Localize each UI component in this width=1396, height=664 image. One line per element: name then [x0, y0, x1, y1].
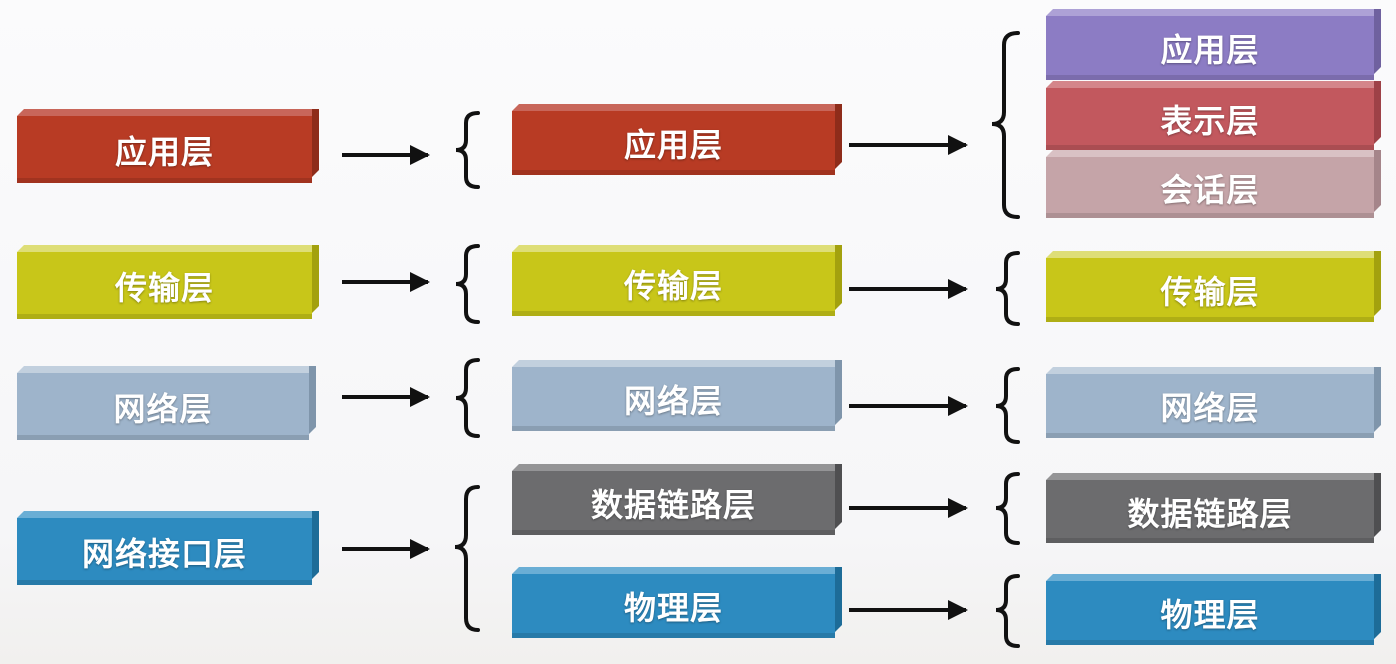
c2-application-layer: 应用层	[512, 111, 835, 175]
brace-datalink-3	[995, 472, 1020, 545]
c3-presentation-layer: 表示层	[1046, 88, 1374, 150]
c2-network-label: 网络层	[623, 382, 723, 420]
c2-physical-label: 物理层	[623, 589, 723, 627]
c1-network-label: 网络层	[113, 389, 213, 428]
brace-transport-2	[455, 244, 480, 324]
c3-transport-label: 传输层	[1160, 273, 1260, 311]
c2-transport-layer: 传输层	[512, 252, 835, 316]
c1-transport-layer: 传输层	[17, 252, 312, 319]
c3-application-layer: 应用层	[1046, 16, 1374, 80]
c1-network-layer: 网络层	[17, 373, 309, 440]
brace-app-2	[455, 111, 480, 189]
c2-network-layer: 网络层	[512, 367, 835, 431]
c2-datalink-label: 数据链路层	[590, 486, 756, 524]
c2-application-label: 应用层	[623, 126, 723, 164]
c1-application-label: 应用层	[114, 132, 214, 171]
c2-transport-label: 传输层	[623, 267, 723, 305]
c3-network-layer: 网络层	[1046, 374, 1374, 438]
c3-transport-layer: 传输层	[1046, 258, 1374, 322]
brace-network-3	[995, 367, 1020, 444]
c3-network-label: 网络层	[1160, 389, 1260, 427]
brace-transport-3	[995, 251, 1020, 326]
brace-physical-3	[995, 574, 1020, 648]
c3-physical-layer: 物理层	[1046, 581, 1374, 645]
c3-presentation-label: 表示层	[1160, 102, 1260, 140]
brace-interface-2	[454, 485, 480, 632]
c3-session-label: 会话层	[1160, 170, 1260, 209]
c3-physical-label: 物理层	[1160, 596, 1260, 634]
c2-datalink-layer: 数据链路层	[512, 471, 835, 535]
c1-application-layer: 应用层	[17, 116, 312, 183]
c3-datalink-label: 数据链路层	[1127, 494, 1293, 533]
c1-transport-label: 传输层	[114, 268, 214, 307]
brace-network-2	[455, 358, 480, 438]
c3-application-label: 应用层	[1160, 31, 1260, 69]
c1-network-interface-label: 网络接口层	[81, 534, 247, 573]
c1-network-interface-layer: 网络接口层	[17, 518, 312, 585]
c2-physical-layer: 物理层	[512, 574, 835, 638]
brace-app-3	[991, 31, 1020, 219]
c3-session-layer: 会话层	[1046, 157, 1374, 218]
c3-datalink-layer: 数据链路层	[1046, 480, 1374, 543]
